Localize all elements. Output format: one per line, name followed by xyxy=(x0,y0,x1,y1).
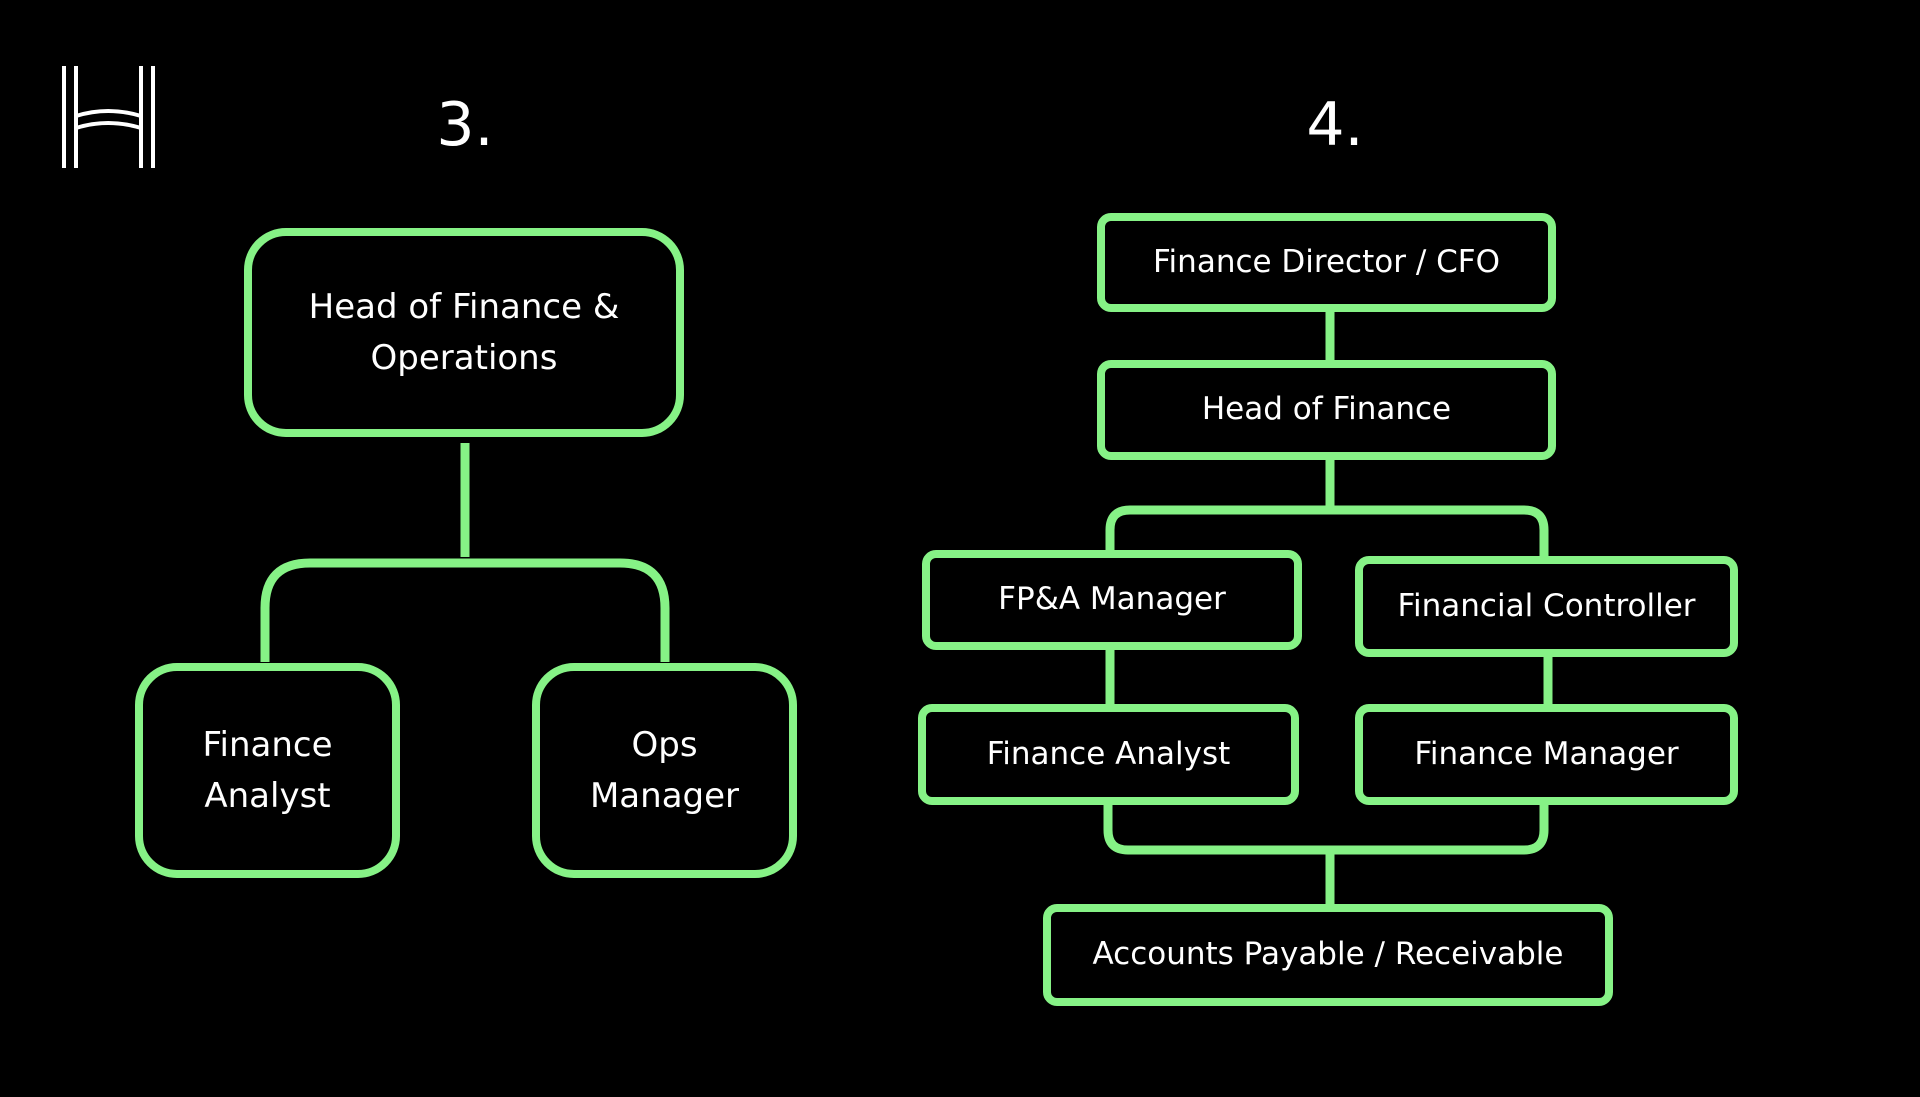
d3-node-finance-analyst: Finance Analyst xyxy=(135,663,400,878)
d4-node-financial-controller: Financial Controller xyxy=(1355,556,1738,657)
d3-node-head-label: Head of Finance & Operations xyxy=(308,286,620,378)
d4-node-accounts-payable-receivable: Accounts Payable / Receivable xyxy=(1043,904,1613,1006)
d4-node-cfo-label: Finance Director / CFO xyxy=(1152,243,1500,280)
d3-node-ops-label: Ops Manager xyxy=(589,724,740,816)
d4-node-finance-manager: Finance Manager xyxy=(1355,704,1738,805)
d3-connector-branch xyxy=(260,558,670,662)
d4-node-head-of-finance: Head of Finance xyxy=(1097,360,1556,460)
diagram-4-number: 4. xyxy=(1306,90,1364,160)
d4-node-fpa-manager: FP&A Manager xyxy=(922,550,1302,650)
d4-node-fpa-label: FP&A Manager xyxy=(998,581,1226,618)
d3-node-head-of-finance-operations: Head of Finance & Operations xyxy=(244,228,684,437)
d4-node-controller-label: Financial Controller xyxy=(1397,587,1696,624)
d4-node-head-label: Head of Finance xyxy=(1201,391,1452,428)
d4-node-ap-ar-label: Accounts Payable / Receivable xyxy=(1092,936,1564,973)
d4-connector-merge xyxy=(1103,801,1549,855)
d4-node-finance-analyst: Finance Analyst xyxy=(918,704,1299,805)
diagram-3-number: 3. xyxy=(436,90,494,160)
d3-node-ops-manager: Ops Manager xyxy=(532,663,797,878)
d4-node-manager-label: Finance Manager xyxy=(1414,735,1679,772)
h-monogram-logo-icon xyxy=(62,66,155,168)
d3-node-analyst-label: Finance Analyst xyxy=(202,724,333,816)
d4-node-analyst-label: Finance Analyst xyxy=(986,735,1231,772)
d4-node-finance-director-cfo: Finance Director / CFO xyxy=(1097,213,1556,312)
